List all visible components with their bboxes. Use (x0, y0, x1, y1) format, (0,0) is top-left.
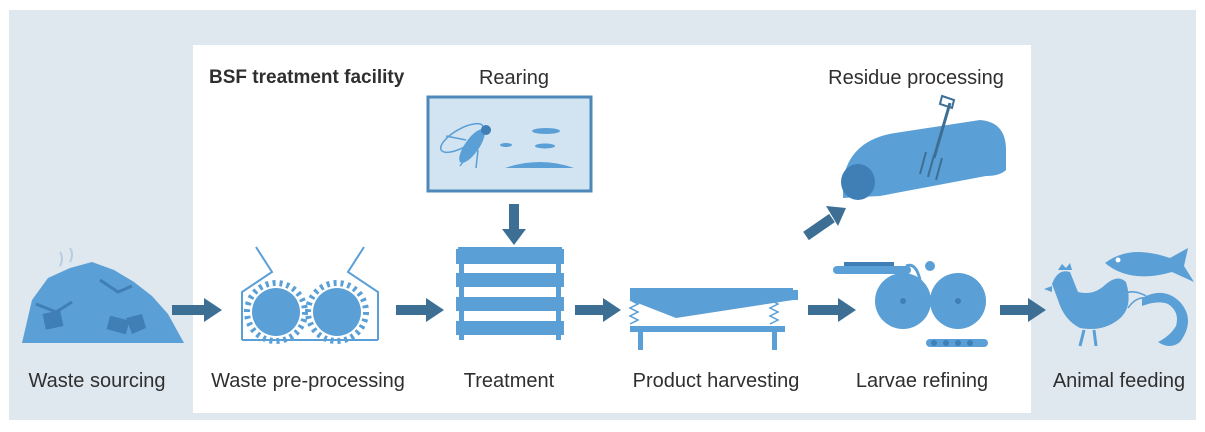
residue-diagonal-arrow (803, 206, 846, 241)
stage-label-product-harvesting: Product harvesting (632, 370, 800, 392)
stage-label-treatment: Treatment (463, 370, 555, 392)
larva-icon (505, 162, 574, 168)
harvesting-sieve-icon (628, 288, 798, 350)
flow-arrow (575, 298, 621, 322)
fish-icon (1105, 248, 1194, 282)
rearing-box (426, 95, 593, 193)
larva-icon (500, 143, 512, 147)
stage-label-waste-preprocessing: Waste pre-processing (211, 370, 405, 392)
fly-icon (439, 122, 491, 169)
facility-title: BSF treatment facility (209, 67, 405, 88)
waste-heap-icon (22, 247, 184, 343)
stage-label-rearing: Rearing (478, 67, 550, 89)
stage-label-animal-feeding: Animal feeding (1052, 370, 1186, 392)
stage-label-waste-sourcing: Waste sourcing (28, 370, 166, 392)
rearing-down-arrow (502, 204, 526, 245)
residue-compost-icon (841, 94, 1006, 200)
facility-panel (193, 45, 1031, 413)
shredder-icon (241, 246, 379, 344)
flow-arrow (808, 298, 856, 322)
larva-icon (535, 143, 555, 149)
stage-label-residue-processing: Residue processing (828, 67, 1004, 89)
flow-arrow (1000, 298, 1046, 322)
larva-icon (532, 128, 560, 134)
chicken-icon (1044, 263, 1129, 347)
stage-label-larvae-refining: Larvae refining (855, 370, 989, 392)
flow-arrow (396, 298, 444, 322)
treatment-trays-icon (456, 247, 564, 340)
flow-arrow (172, 298, 222, 322)
larvae-refining-icon (833, 261, 988, 347)
shrimp-icon (1115, 291, 1188, 346)
